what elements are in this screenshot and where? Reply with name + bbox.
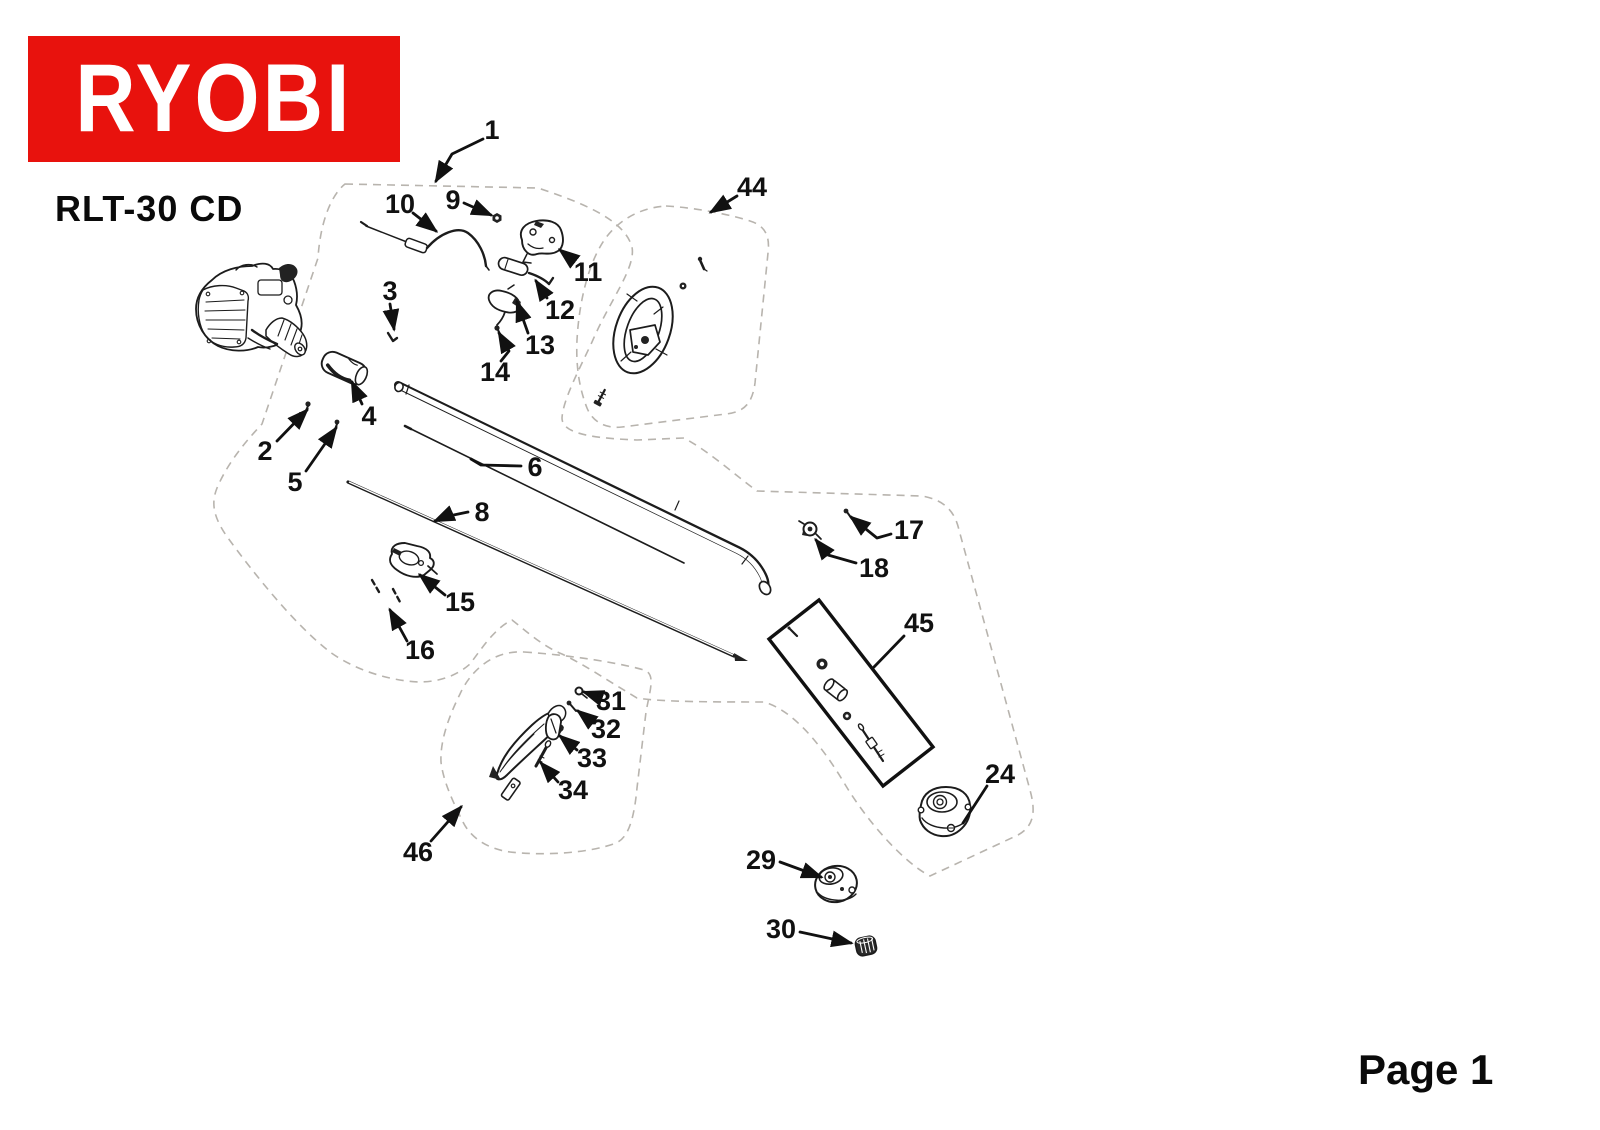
callout-34[interactable]: 34 — [539, 760, 588, 805]
callout-3[interactable]: 3 — [382, 276, 400, 332]
callout-12[interactable]: 12 — [534, 278, 575, 325]
part-24-string-head-housing — [917, 786, 972, 838]
part-9-nut — [492, 213, 502, 223]
part-15-bracket — [389, 542, 438, 578]
part-29-spool-head — [814, 864, 858, 904]
part-4-coupler — [320, 350, 369, 386]
callout-44[interactable]: 44 — [708, 172, 767, 214]
part-handle-bolt — [697, 256, 708, 272]
svg-text:14[interactable]: 14 — [480, 357, 510, 387]
svg-text:32[interactable]: 32 — [591, 714, 621, 744]
svg-text:30[interactable]: 30 — [766, 914, 796, 944]
callout-31[interactable]: 31 — [581, 686, 626, 716]
recoil-bolts — [205, 290, 245, 345]
choke-lever — [279, 263, 298, 283]
svg-text:2[interactable]: 2 — [257, 436, 272, 466]
callout-4[interactable]: 4 — [350, 379, 377, 431]
callout-32[interactable]: 32 — [575, 709, 621, 744]
svg-text:15[interactable]: 15 — [445, 587, 475, 617]
svg-text:29[interactable]: 29 — [746, 845, 776, 875]
callout-9[interactable]: 9 — [445, 185, 494, 217]
group-outline-main — [213, 183, 1034, 877]
callout-33[interactable]: 33 — [557, 734, 607, 773]
callout-6[interactable]: 6 — [469, 452, 543, 482]
part-16-pins — [370, 578, 402, 604]
callout-29[interactable]: 29 — [746, 845, 824, 879]
part-8-flex-rod — [346, 480, 748, 661]
group-outline-handle — [575, 205, 770, 429]
model-number: RLT-30 CD — [55, 188, 244, 229]
part-10-throttle-cable — [359, 220, 490, 271]
svg-text:34[interactable]: 34 — [558, 775, 588, 805]
part-33-bracket — [544, 713, 562, 741]
kit-nut — [816, 658, 828, 670]
part-engine-assembly — [195, 262, 308, 358]
svg-text:8[interactable]: 8 — [474, 497, 489, 527]
part-18-clamp — [798, 520, 822, 540]
svg-text:16[interactable]: 16 — [405, 635, 435, 665]
page-number-label: Page 1 — [1358, 1046, 1494, 1093]
part-blade — [500, 777, 521, 801]
svg-text:44[interactable]: 44 — [737, 172, 767, 202]
svg-text:17[interactable]: 17 — [894, 515, 924, 545]
svg-text:31[interactable]: 31 — [596, 686, 626, 716]
brand-logo: RYOBI — [28, 36, 400, 162]
callout-1[interactable]: 1 — [434, 115, 500, 184]
callout-45[interactable]: 45 — [872, 608, 934, 669]
svg-text:1[interactable]: 1 — [484, 115, 499, 145]
part-13-trigger-bracket — [487, 284, 521, 326]
part-11-throttle-housing — [520, 219, 564, 264]
svg-text:4[interactable]: 4 — [361, 401, 376, 431]
svg-text:13[interactable]: 13 — [525, 330, 555, 360]
svg-text:6[interactable]: 6 — [527, 452, 542, 482]
callout-10[interactable]: 10 — [385, 189, 439, 233]
part-32-screw — [566, 700, 577, 712]
callout-17[interactable]: 17 — [848, 515, 924, 545]
callout-24[interactable]: 24 — [961, 759, 1015, 825]
brand-logo-text: RYOBI — [75, 44, 353, 153]
svg-text:45[interactable]: 45 — [904, 608, 934, 638]
svg-text:24[interactable]: 24 — [985, 759, 1015, 789]
callout-5[interactable]: 5 — [287, 425, 338, 497]
svg-text:12[interactable]: 12 — [545, 295, 575, 325]
svg-text:33[interactable]: 33 — [577, 743, 607, 773]
svg-text:5[interactable]: 5 — [287, 467, 302, 497]
callout-46[interactable]: 46 — [403, 804, 463, 867]
callout-30[interactable]: 30 — [766, 914, 854, 948]
kit-washer — [842, 711, 852, 721]
svg-text:3[interactable]: 3 — [382, 276, 397, 306]
part-3-pin — [386, 331, 399, 343]
part-handle-nut — [679, 282, 687, 290]
callout-8[interactable]: 8 — [432, 497, 490, 527]
group-outline-guard — [440, 651, 652, 855]
kit-spool-spacer — [823, 678, 849, 702]
part-6-inner-cable — [403, 424, 685, 564]
part-handle-screw — [593, 388, 607, 407]
callout-13[interactable]: 13 — [515, 299, 555, 360]
part-12-trigger — [497, 256, 555, 286]
svg-text:10[interactable]: 10 — [385, 189, 415, 219]
callout-14[interactable]: 14 — [480, 330, 516, 387]
svg-text:46[interactable]: 46 — [403, 837, 433, 867]
callout-18[interactable]: 18 — [814, 537, 889, 583]
kit-bolt — [857, 723, 885, 763]
svg-text:18[interactable]: 18 — [859, 553, 889, 583]
part-loop-handle — [612, 285, 674, 375]
callout-2[interactable]: 2 — [257, 407, 309, 466]
kit-pin — [787, 626, 799, 638]
svg-text:9[interactable]: 9 — [445, 185, 460, 215]
callout-11[interactable]: 11 — [557, 248, 603, 287]
callout-15[interactable]: 15 — [417, 573, 475, 617]
part-45-kit-box — [766, 597, 936, 789]
svg-text:11[interactable]: 11 — [574, 257, 603, 287]
callout-16[interactable]: 16 — [388, 607, 435, 665]
part-6-shaft-tube — [394, 381, 772, 596]
part-30-bump-knob — [854, 935, 878, 957]
recoil-grille-lines — [204, 299, 246, 340]
